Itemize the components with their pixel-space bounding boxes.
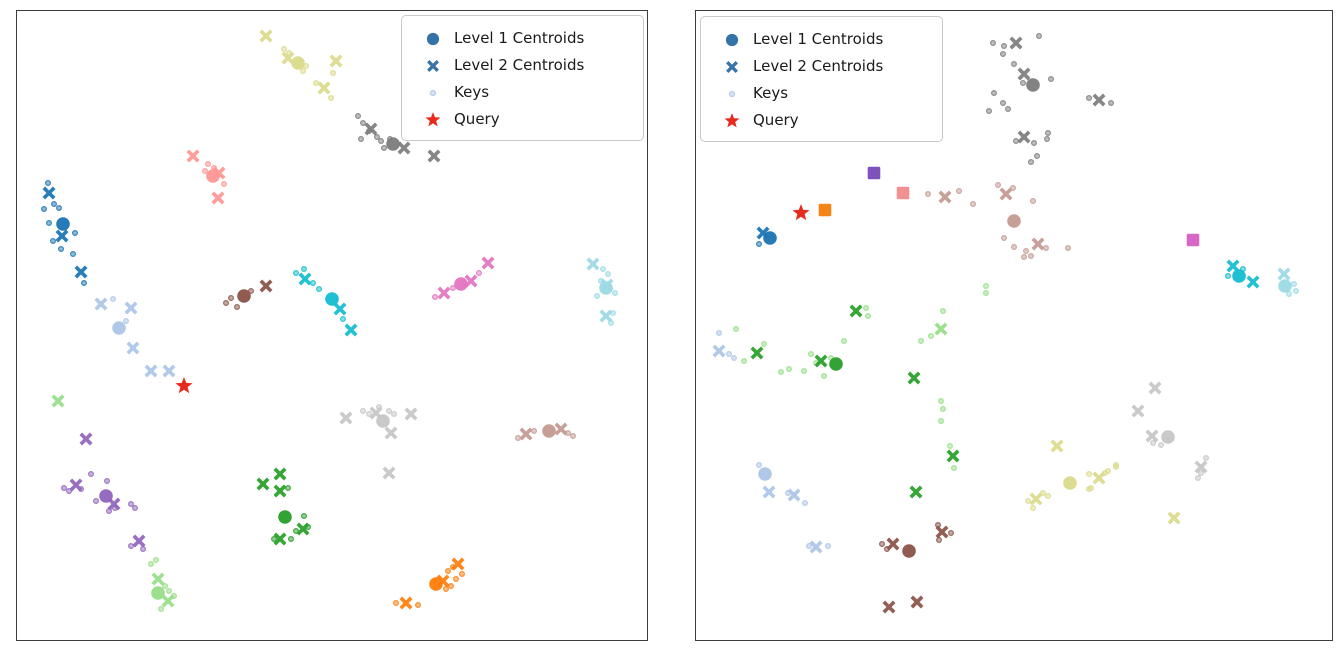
legend-label: Query bbox=[454, 110, 500, 128]
star-marker-icon bbox=[412, 109, 454, 131]
legend-item-1: Level 2 Centroids bbox=[711, 53, 936, 80]
x-marker-icon bbox=[711, 56, 753, 78]
legend-item-0: Level 1 Centroids bbox=[412, 25, 637, 52]
circle-marker-icon bbox=[412, 28, 454, 50]
legend-label: Keys bbox=[753, 84, 789, 102]
legend-label: Level 1 Centroids bbox=[454, 29, 585, 47]
dot-marker-icon bbox=[412, 82, 454, 104]
legend-item-0: Level 1 Centroids bbox=[711, 26, 936, 53]
legend-item-2: Keys bbox=[412, 79, 637, 106]
legend-label: Level 2 Centroids bbox=[753, 57, 884, 75]
star-marker-icon bbox=[711, 110, 753, 132]
x-marker-icon bbox=[412, 55, 454, 77]
circle-marker-icon bbox=[711, 29, 753, 51]
legend-label: Keys bbox=[454, 83, 490, 101]
legend-item-3: Query bbox=[711, 107, 936, 134]
legend-item-1: Level 2 Centroids bbox=[412, 52, 637, 79]
legend-label: Level 1 Centroids bbox=[753, 30, 884, 48]
legend-item-3: Query bbox=[412, 106, 637, 133]
dot-marker-icon bbox=[711, 83, 753, 105]
scatter-left bbox=[41, 29, 618, 612]
legend-label: Level 2 Centroids bbox=[454, 56, 585, 74]
scatter-right bbox=[712, 33, 1299, 614]
legend-item-2: Keys bbox=[711, 80, 936, 107]
legend-label: Query bbox=[753, 111, 799, 129]
